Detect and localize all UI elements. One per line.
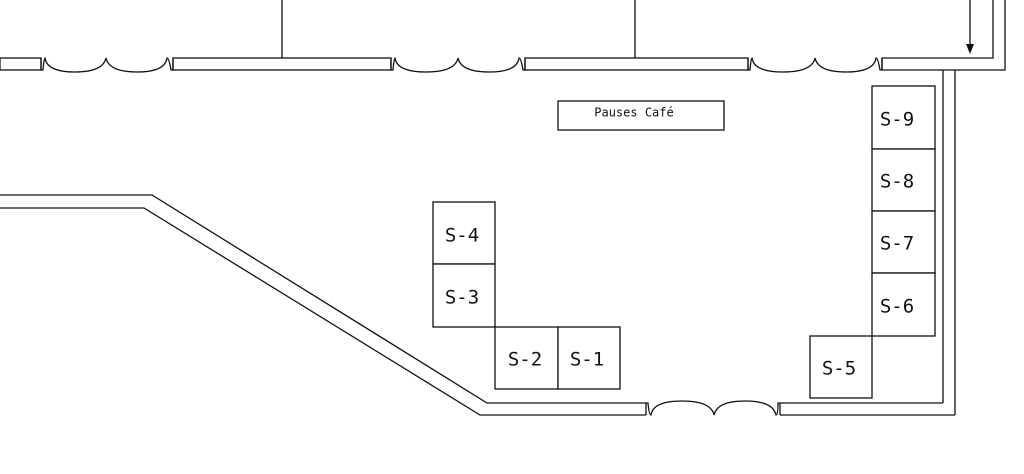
door-arc [40,57,174,73]
booth-label: S-8 [880,171,914,193]
top-right-wall [881,0,994,70]
booth-box [432,263,496,328]
booth-label: S-4 [445,225,479,247]
diagonal-wall-inner [0,207,646,416]
booth-label: S-3 [445,287,479,309]
top-wall [0,0,1006,71]
booth-s4[interactable]: S-4 [432,201,496,265]
booth-s3[interactable]: S-3 [432,263,496,328]
top-wall-segment [0,57,42,71]
cafe-area: Pauses Café [557,100,725,131]
top-wall-segment [172,57,392,71]
entry-arrow-head [966,44,974,54]
booth-label: S-5 [822,358,856,380]
right-wall [942,70,956,415]
top-wall-segment [524,57,749,71]
booth-s1[interactable]: S-1 [557,326,621,390]
booth-label: S-9 [880,109,914,131]
bottom-wall [0,194,955,416]
booth-label: S-7 [880,233,914,255]
booth-label: S-2 [508,349,542,371]
booth-s7[interactable]: S-7 [871,210,936,274]
booth-box [871,148,936,212]
booth-box [809,335,873,399]
top-right-wall-inner [943,0,1006,71]
booth-box [557,326,621,390]
booth-label: S-1 [570,349,604,371]
top-doors [40,57,883,73]
booths: S-4 S-3 S-2 S-1 S-9 S-8 S-7 S-6 [432,85,936,399]
booth-box [871,210,936,274]
door-arc [390,57,526,73]
door-arc [646,400,780,416]
booth-box [494,326,559,390]
door-arc [747,57,883,73]
booth-box [871,272,936,337]
booth-s9[interactable]: S-9 [871,85,936,150]
booth-s5[interactable]: S-5 [809,335,873,399]
booth-s2[interactable]: S-2 [494,326,559,390]
booth-s8[interactable]: S-8 [871,148,936,212]
booth-label: S-6 [880,296,914,318]
booth-s6[interactable]: S-6 [871,272,936,337]
cafe-label: Pauses Café [594,106,673,120]
cafe-box [557,100,725,131]
diagonal-wall-outer [0,194,646,404]
